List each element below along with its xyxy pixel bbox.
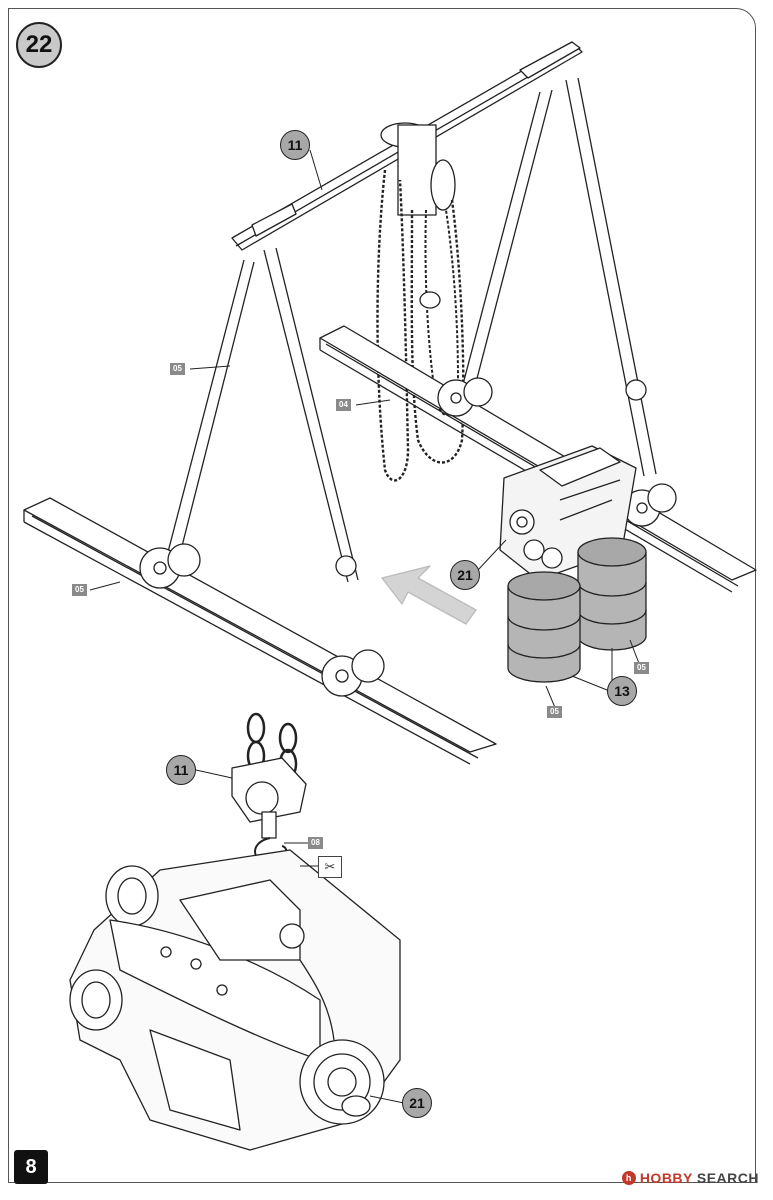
- part-label-chain: 04: [336, 399, 351, 411]
- watermark: h HOBBY SEARCH: [621, 1170, 759, 1186]
- watermark-brand-a: HOBBY: [639, 1170, 693, 1186]
- watermark-brand-b: SEARCH: [696, 1170, 759, 1186]
- callout-engine-small: 21: [450, 560, 480, 590]
- gantry-legs-right: [461, 77, 657, 477]
- part-label-rail: 05: [72, 584, 87, 596]
- part-label-drum-bottom: 05: [547, 706, 562, 718]
- step-number-badge: 22: [16, 22, 62, 68]
- move-arrow: [381, 565, 477, 625]
- part-label-hook: 08: [308, 837, 323, 849]
- part-label-leg: 05: [170, 363, 185, 375]
- gantry-legs-left: [167, 247, 359, 583]
- watermark-logo-icon: h: [621, 1171, 636, 1185]
- wheels: [139, 377, 677, 697]
- page-frame: [8, 8, 756, 1183]
- page-number: 8: [14, 1150, 48, 1184]
- hoist-chain: [376, 122, 465, 482]
- callout-hook-detail: 11: [166, 755, 196, 785]
- part-label-drum-right: 05: [634, 662, 649, 674]
- callout-engine-large: 21: [402, 1088, 432, 1118]
- callout-drums: 13: [607, 676, 637, 706]
- engine-large: [69, 849, 401, 1151]
- oil-drums: [507, 537, 647, 683]
- callout-gantry-beam: 11: [280, 130, 310, 160]
- cut-wire-icon: ✂: [318, 856, 342, 878]
- rail-left: [23, 497, 497, 765]
